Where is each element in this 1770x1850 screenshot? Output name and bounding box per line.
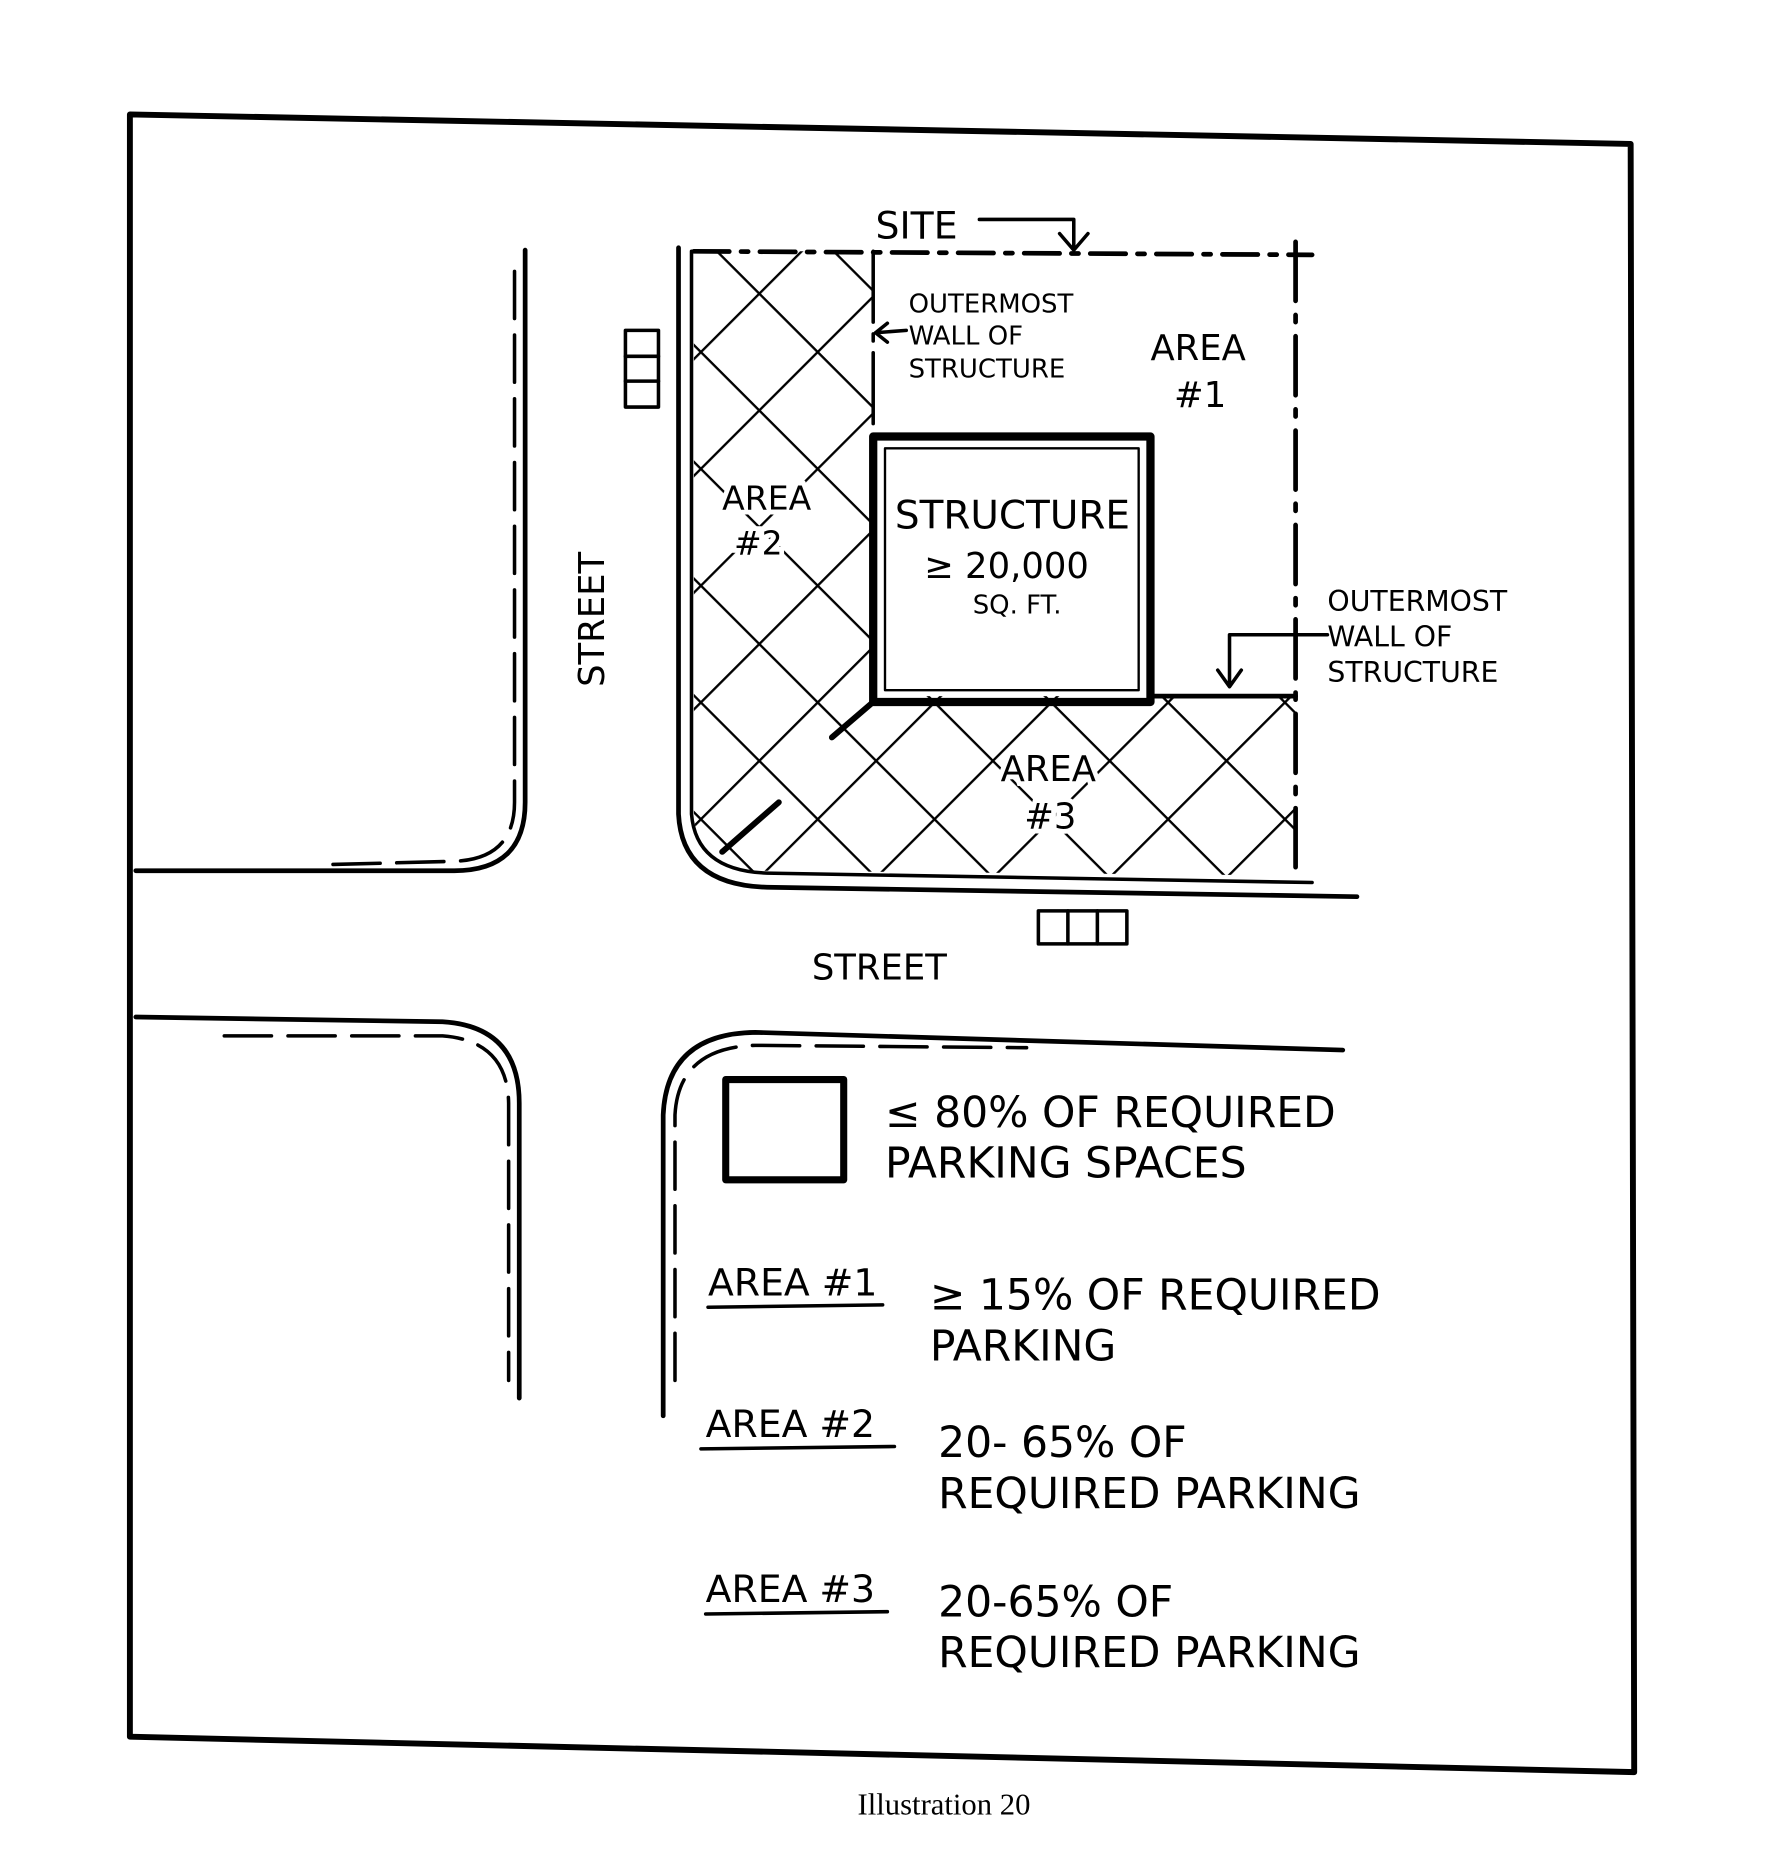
legend-text: 20- 65% OF: [938, 1419, 1187, 1468]
site-label: SITE: [876, 203, 958, 247]
label-line: AREA: [1150, 328, 1245, 369]
outermost-wall-label-right: OUTERMOST WALL OF STRUCTURE: [1327, 585, 1507, 689]
legend-text: ≥ 15% OF REQUIRED: [930, 1272, 1381, 1321]
structure: [869, 432, 1155, 707]
parking-stalls-icon: [623, 328, 1129, 946]
structure-label: STRUCTURE ≥ 20,000 SQ. FT.: [895, 494, 1130, 621]
hatch-swatch: [722, 1076, 848, 1184]
label-line: WALL OF: [1327, 621, 1452, 654]
legend-text: ≤ 80% OF REQUIRED: [885, 1089, 1336, 1138]
legend-label: AREA #3: [706, 1567, 875, 1611]
label-line: SQ. FT.: [973, 591, 1062, 621]
legend-label: AREA #2: [706, 1402, 875, 1446]
label-line: STRUCTURE: [895, 494, 1130, 539]
area-2-label: AREA #2: [717, 474, 816, 567]
street-label-horizontal: STREET: [812, 947, 947, 988]
legend-text: REQUIRED PARKING: [938, 1629, 1360, 1678]
label-line: OUTERMOST: [909, 290, 1074, 320]
site-arrow-icon: [977, 217, 1090, 252]
label-line: ≥ 20,000: [924, 546, 1089, 587]
street-label-vertical: STREET: [572, 552, 613, 687]
arrow-down-icon: [1215, 632, 1330, 689]
label-line: WALL OF: [909, 322, 1023, 352]
frame-border: [126, 111, 1638, 1776]
legend-label: AREA #1: [708, 1260, 877, 1304]
street-curbs: [133, 247, 1346, 1419]
label-line: #3: [1024, 796, 1076, 837]
label-line: #2: [734, 524, 783, 563]
site: [676, 239, 1360, 900]
label-line: AREA: [1001, 749, 1096, 790]
label-line: OUTERMOST: [1327, 585, 1507, 618]
legend-text: 20-65% OF: [938, 1578, 1173, 1627]
outermost-wall-label-top: OUTERMOST WALL OF STRUCTURE: [909, 290, 1074, 385]
hatched-area-2-3: [693, 251, 1296, 876]
label-line: AREA: [722, 479, 811, 518]
caption: Illustration 20: [858, 1788, 1031, 1822]
area-3-label: AREA #3: [996, 744, 1101, 842]
arrow-left-icon: [873, 321, 909, 344]
legend-text: PARKING SPACES: [885, 1139, 1247, 1188]
label-line: #1: [1174, 375, 1226, 416]
legend-text: PARKING: [930, 1322, 1117, 1371]
legend-text: REQUIRED PARKING: [938, 1470, 1360, 1519]
label-line: STRUCTURE: [1327, 656, 1498, 689]
area-1-label: AREA #1: [1150, 328, 1245, 416]
legend: ≤ 80% OF REQUIRED PARKING SPACES AREA #1…: [699, 1076, 1381, 1678]
label-line: STRUCTURE: [909, 355, 1066, 385]
